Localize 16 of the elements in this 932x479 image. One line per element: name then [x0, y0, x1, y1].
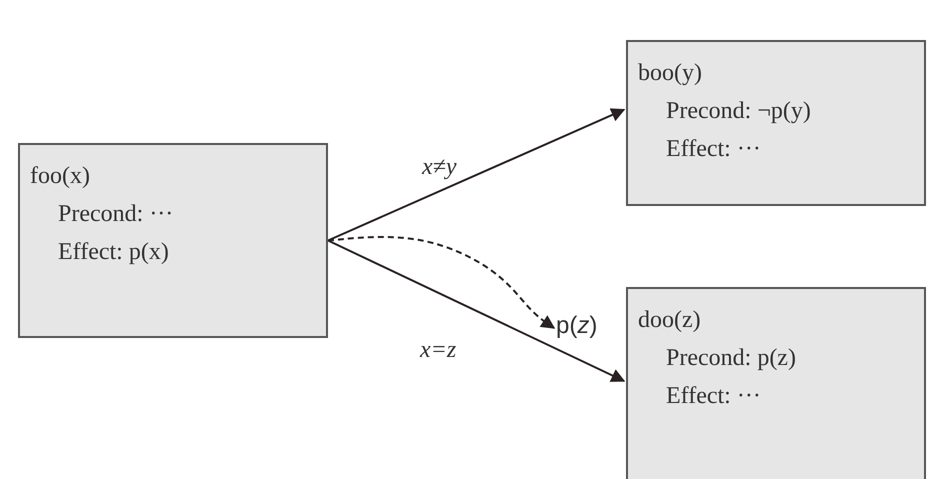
action-box [626, 40, 926, 206]
arrow [328, 108, 626, 242]
action-name: boo(y) [638, 59, 703, 88]
dashed-arrow [328, 236, 556, 329]
action-box [626, 287, 926, 479]
condition-label: p(z) [556, 311, 598, 341]
action-box [18, 143, 328, 338]
action-detail: Effect: p(x) [57, 238, 170, 267]
action-detail: Effect: ··· [665, 382, 762, 411]
action-detail: Precond: p(z) [665, 344, 797, 373]
action-name: doo(z) [638, 306, 702, 335]
action-detail: Precond: ··· [57, 200, 174, 229]
action-detail: Precond: ¬p(y) [665, 97, 812, 126]
action-name: foo(x) [30, 162, 91, 191]
action-detail: Effect: ··· [665, 135, 762, 164]
arrow [328, 240, 626, 382]
